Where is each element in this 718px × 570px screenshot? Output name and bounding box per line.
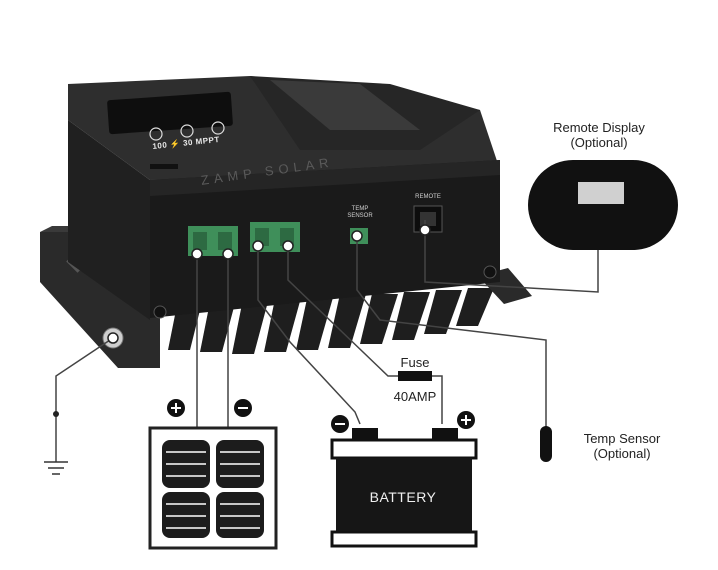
controller-screen xyxy=(107,91,233,135)
battery-plus-icon xyxy=(457,411,475,429)
solar-plus-icon xyxy=(167,399,185,417)
battery-negative-wire xyxy=(257,246,361,425)
fuse-rating-label: 40AMP xyxy=(393,389,437,404)
battery-minus-icon xyxy=(331,415,349,433)
connection-dots xyxy=(107,224,431,344)
temp-sensor-label: Temp Sensor xyxy=(583,431,661,446)
charge-controller xyxy=(68,76,500,320)
wires xyxy=(55,220,599,462)
battery-label: BATTERY xyxy=(369,489,437,505)
solar-minus-icon xyxy=(234,399,252,417)
battery xyxy=(330,428,478,548)
temp-sensor-probe xyxy=(540,426,552,462)
fuse-to-battery-wire xyxy=(432,375,443,424)
remote-port-label: REMOTE xyxy=(415,194,441,200)
ground-symbol-icon xyxy=(44,411,68,475)
remote-display-label: Remote Display xyxy=(553,120,645,135)
solar-panel xyxy=(148,426,278,550)
remote-display xyxy=(528,160,678,250)
button-2-icon xyxy=(180,124,194,138)
remote-display-wire xyxy=(424,220,599,293)
temp-sensor-wire xyxy=(356,236,547,428)
temp-sensor-optional-label: (Optional) xyxy=(593,446,651,461)
battery-positive-wire xyxy=(287,246,398,377)
fuse-icon xyxy=(398,371,432,381)
remote-display-optional-label: (Optional) xyxy=(570,135,628,150)
temp-port-label: TEMP SENSOR xyxy=(347,206,373,219)
fuse-label: Fuse xyxy=(400,355,430,370)
ground-wire xyxy=(55,337,114,462)
button-3-icon xyxy=(211,121,225,135)
button-1-icon xyxy=(149,127,163,141)
